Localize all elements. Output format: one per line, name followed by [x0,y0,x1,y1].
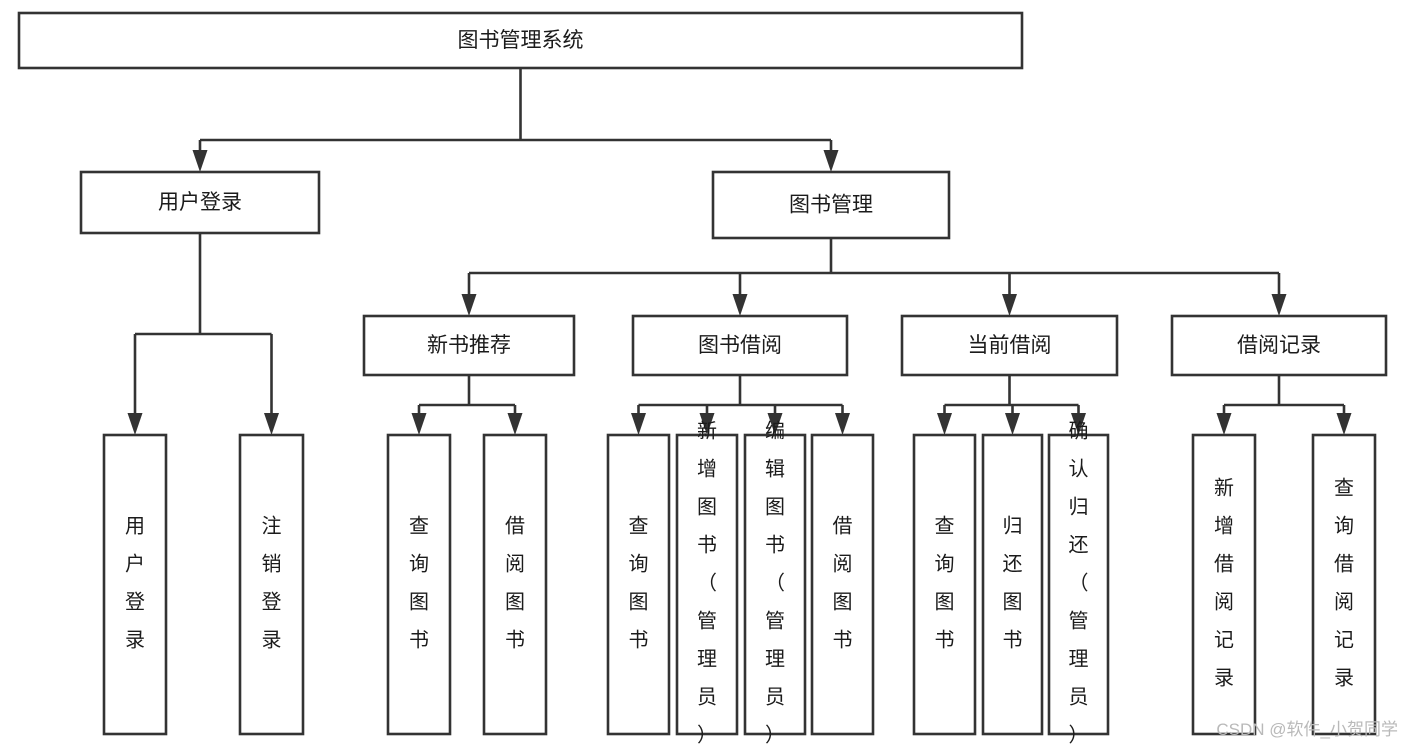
node-label-leaf-return-book: 归还图书 [1003,515,1023,652]
edge-arrowhead [699,413,715,435]
node-user-login[interactable]: 用户登录 [79,170,321,235]
edge-group-root [192,68,839,172]
node-label-book-borrow: 图书借阅 [698,334,782,357]
edge-group-borrow-record [1216,375,1352,435]
node-root[interactable]: 图书管理系统 [17,11,1024,70]
node-leaf-user-login[interactable]: 用户登录 [102,433,168,736]
node-leaf-logout[interactable]: 注销登录 [238,433,305,736]
edge-arrowhead [767,413,783,435]
node-leaf-confirm-return[interactable]: 确认归还（管理员） [1047,420,1110,747]
edge-arrowhead [937,413,952,435]
edge-arrowhead [823,150,839,172]
node-label-book-manage: 图书管理 [789,194,873,217]
node-label-borrow-record: 借阅记录 [1237,334,1321,357]
node-box-leaf-query-book-cur [912,433,977,736]
node-leaf-return-book[interactable]: 归还图书 [981,433,1044,736]
node-label-leaf-borrow-book-bor: 借阅图书 [833,515,853,652]
edge-arrowhead [1216,413,1232,435]
edge-arrowhead [461,294,477,316]
node-leaf-borrow-book-rec[interactable]: 借阅图书 [482,433,548,736]
node-box-root [17,11,1024,70]
node-label-leaf-query-book-rec: 查询图书 [409,515,429,652]
node-layer: 图书管理系统用户登录图书管理新书推荐图书借阅当前借阅借阅记录用户登录注销登录查询… [17,11,1388,747]
node-box-leaf-edit-book [743,433,807,736]
node-leaf-query-record[interactable]: 查询借阅记录 [1311,433,1377,736]
node-box-leaf-query-book-bor [606,433,671,736]
node-leaf-add-record[interactable]: 新增借阅记录 [1191,433,1257,736]
node-label-new-book-recommend: 新书推荐 [427,334,511,357]
edge-arrowhead [127,413,143,435]
node-leaf-borrow-book-bor[interactable]: 借阅图书 [810,433,875,736]
node-label-leaf-borrow-book-rec: 借阅图书 [505,515,525,652]
edge-arrowhead [631,413,646,435]
edge-group-user-login [127,233,279,435]
edge-group-new-book-recommend [411,375,523,435]
edge-group-current-borrow [937,375,1086,435]
node-leaf-query-book-bor[interactable]: 查询图书 [606,433,671,736]
node-label-leaf-user-login: 用户登录 [125,516,145,652]
edge-arrowhead [1005,413,1020,435]
node-book-manage[interactable]: 图书管理 [711,170,951,240]
edge-arrowhead [411,413,427,435]
edge-arrowhead [1071,413,1086,435]
node-book-borrow[interactable]: 图书借阅 [631,314,849,377]
node-label-leaf-logout: 注销登录 [262,515,282,652]
node-leaf-edit-book[interactable]: 编辑图书（管理员） [743,420,807,747]
node-leaf-query-book-rec[interactable]: 查询图书 [386,433,452,736]
node-box-book-manage [711,170,951,240]
node-label-current-borrow: 当前借阅 [968,334,1052,357]
node-label-leaf-edit-book: 编辑图书（管理员） [765,420,785,747]
edge-layer [127,68,1352,435]
node-box-leaf-confirm-return [1047,433,1110,736]
edge-arrowhead [1336,413,1352,435]
node-box-book-borrow [631,314,849,377]
node-label-leaf-add-book: 新增图书（管理员） [697,420,717,747]
edge-arrowhead [507,413,523,435]
node-box-leaf-borrow-book-bor [810,433,875,736]
edge-arrowhead [1271,294,1287,316]
node-label-user-login: 用户登录 [158,191,242,214]
node-box-current-borrow [900,314,1119,377]
node-box-new-book-recommend [362,314,576,377]
edge-arrowhead [732,294,748,316]
node-label-leaf-query-book-bor: 查询图书 [629,515,649,652]
node-borrow-record[interactable]: 借阅记录 [1170,314,1388,377]
edge-arrowhead [835,413,850,435]
node-box-borrow-record [1170,314,1388,377]
node-box-leaf-query-book-rec [386,433,452,736]
node-current-borrow[interactable]: 当前借阅 [900,314,1119,377]
node-leaf-query-book-cur[interactable]: 查询图书 [912,433,977,736]
edge-group-book-manage [461,238,1287,316]
node-label-leaf-query-book-cur: 查询图书 [935,515,955,652]
node-label-leaf-query-record: 查询借阅记录 [1334,477,1354,690]
csdn-watermark: CSDN @软件_小贺同学 [1216,720,1398,739]
node-box-user-login [79,170,321,235]
edge-arrowhead [1002,294,1017,316]
node-box-leaf-logout [238,433,305,736]
node-label-root: 图书管理系统 [458,29,584,52]
node-box-leaf-add-record [1191,433,1257,736]
edge-group-book-borrow [631,375,850,435]
edge-arrowhead [264,413,279,435]
node-box-leaf-borrow-book-rec [482,433,548,736]
node-box-leaf-query-record [1311,433,1377,736]
node-box-leaf-add-book [675,433,739,736]
node-label-leaf-add-record: 新增借阅记录 [1214,477,1234,690]
node-leaf-add-book[interactable]: 新增图书（管理员） [675,420,739,747]
node-new-book-recommend[interactable]: 新书推荐 [362,314,576,377]
edge-arrowhead [192,150,208,172]
node-label-leaf-confirm-return: 确认归还（管理员） [1069,420,1089,747]
node-box-leaf-return-book [981,433,1044,736]
node-box-leaf-user-login [102,433,168,736]
